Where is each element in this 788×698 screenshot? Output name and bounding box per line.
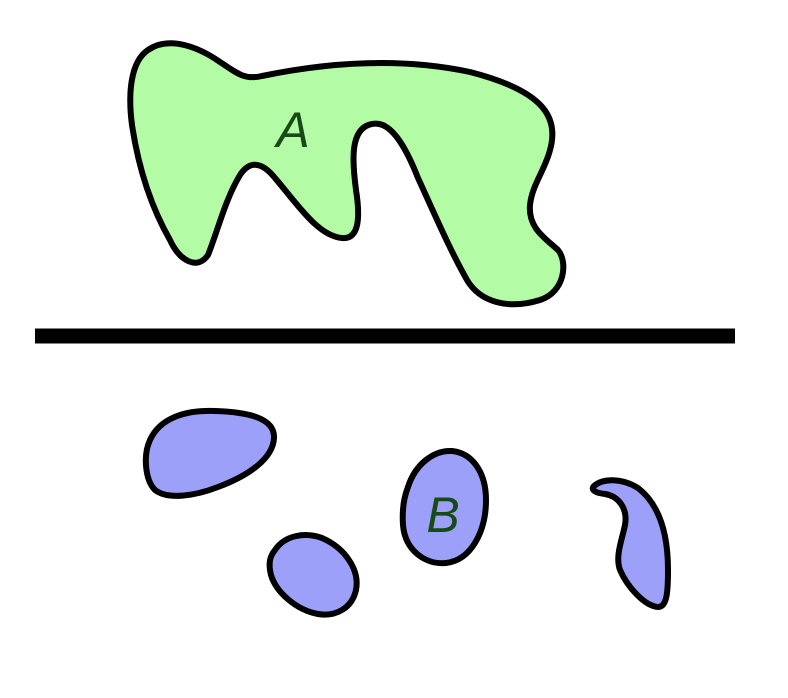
region-b-blob-1 xyxy=(142,407,277,499)
region-b-blob-3 xyxy=(399,447,489,567)
region-b-blob-4 xyxy=(589,477,671,610)
region-a-shape xyxy=(127,40,567,308)
region-b-label: B xyxy=(426,487,459,543)
region-a-label: A xyxy=(273,102,309,158)
region-b-blob-2 xyxy=(266,532,360,618)
